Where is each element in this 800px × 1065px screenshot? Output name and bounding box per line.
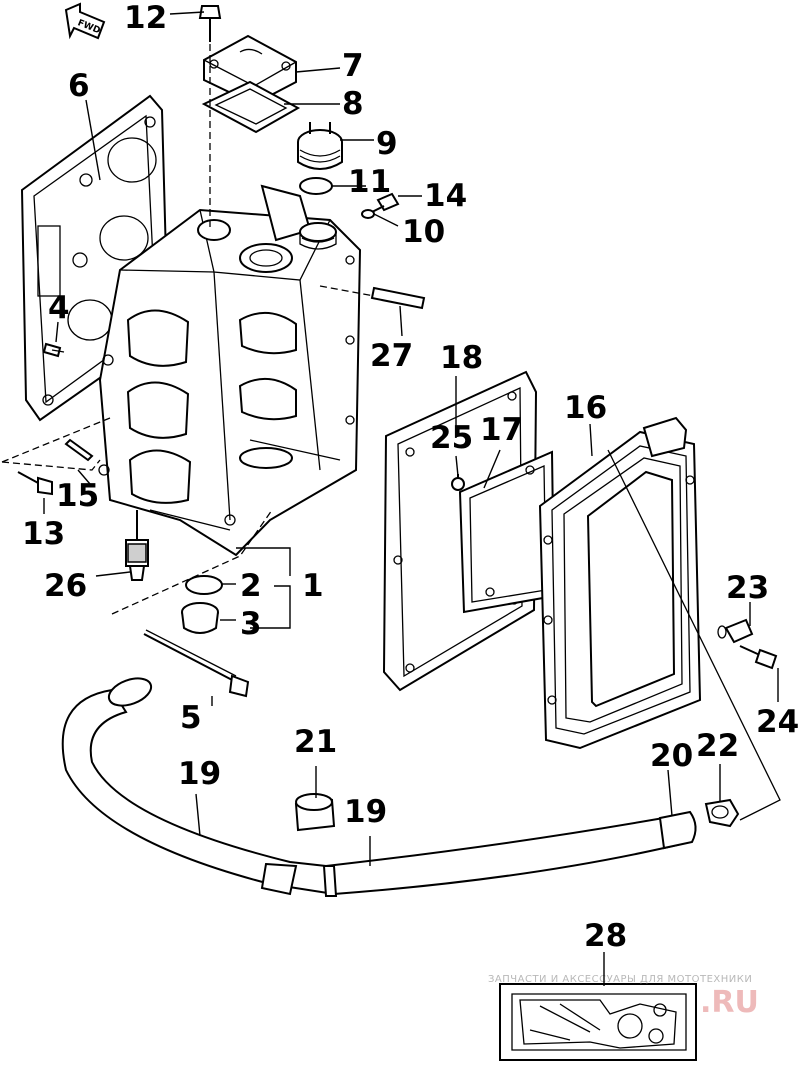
part-11-o-ring bbox=[299, 177, 333, 195]
callout-3: 3 bbox=[240, 606, 262, 642]
part-14-bolt bbox=[371, 192, 400, 213]
callout-6: 6 bbox=[68, 68, 90, 104]
callout-11: 11 bbox=[348, 164, 391, 200]
reference-line bbox=[111, 509, 273, 615]
callout-15: 15 bbox=[56, 478, 99, 514]
reference-line bbox=[1, 417, 111, 463]
callout-25: 25 bbox=[430, 420, 473, 456]
part-5-bolt bbox=[143, 629, 250, 698]
part-27-dowel-pin bbox=[319, 285, 426, 310]
callout-7: 7 bbox=[342, 48, 364, 84]
thermostat-housing bbox=[299, 222, 337, 250]
part-28-gasket-assembly bbox=[499, 983, 697, 1061]
callout-19-right: 19 bbox=[344, 794, 387, 830]
callout-24: 24 bbox=[756, 704, 799, 740]
part-12-bolt bbox=[198, 5, 222, 230]
callout-1: 1 bbox=[302, 568, 324, 604]
part-15-pin bbox=[64, 438, 94, 462]
part-2-o-ring bbox=[185, 575, 223, 595]
part-7-cover bbox=[203, 34, 297, 106]
callout-17: 17 bbox=[480, 412, 523, 448]
part-22-clamp bbox=[704, 798, 740, 828]
watermark-site: .RU bbox=[700, 985, 759, 1020]
part-19-hose bbox=[61, 677, 697, 897]
watermark-tagline: ЗАПЧАСТИ И АКСЕССУАРЫ ДЛЯ МОТОТЕХНИКИ bbox=[488, 974, 752, 985]
part-21-grommet bbox=[294, 793, 336, 832]
callout-18: 18 bbox=[440, 340, 483, 376]
callout-2: 2 bbox=[240, 568, 262, 604]
part-23-clamp bbox=[717, 618, 754, 644]
callout-14: 14 bbox=[424, 178, 467, 214]
callout-21: 21 bbox=[294, 724, 337, 760]
part-16-exhaust-cover bbox=[538, 416, 702, 750]
callout-13: 13 bbox=[22, 516, 65, 552]
callout-9: 9 bbox=[376, 126, 398, 162]
part-25-screw bbox=[451, 474, 465, 491]
callout-20: 20 bbox=[650, 738, 693, 774]
callout-12: 12 bbox=[124, 0, 167, 36]
leader-lines bbox=[43, 11, 779, 986]
callout-19-left: 19 bbox=[178, 756, 221, 792]
part-18-gasket bbox=[382, 370, 538, 692]
reference-line bbox=[1, 459, 101, 471]
callout-10: 10 bbox=[402, 214, 445, 250]
part-8-gasket bbox=[201, 80, 301, 134]
forward-arrow-icon: FWD bbox=[64, 2, 106, 40]
callout-4: 4 bbox=[48, 290, 70, 326]
callout-27: 27 bbox=[370, 338, 413, 374]
callout-16: 16 bbox=[564, 390, 607, 426]
callout-22: 22 bbox=[696, 728, 739, 764]
part-9-thermostat bbox=[297, 122, 343, 170]
part-4-bolt bbox=[42, 342, 65, 358]
callout-labels: 12 7 6 8 9 11 14 10 4 27 18 16 25 17 15 … bbox=[22, 0, 799, 954]
part-10-washer bbox=[361, 209, 375, 219]
part-3-plug bbox=[181, 602, 219, 634]
part-1-cylinder-block bbox=[98, 184, 362, 557]
part-26-spark-plug bbox=[125, 510, 149, 581]
callout-8: 8 bbox=[342, 86, 364, 122]
reference-line bbox=[607, 449, 781, 821]
callout-23: 23 bbox=[726, 570, 769, 606]
part-24-bolt bbox=[739, 645, 778, 670]
callout-26: 26 bbox=[44, 568, 87, 604]
callout-5: 5 bbox=[180, 700, 202, 736]
part-13-bolt bbox=[17, 471, 53, 496]
callout-28: 28 bbox=[584, 918, 627, 954]
